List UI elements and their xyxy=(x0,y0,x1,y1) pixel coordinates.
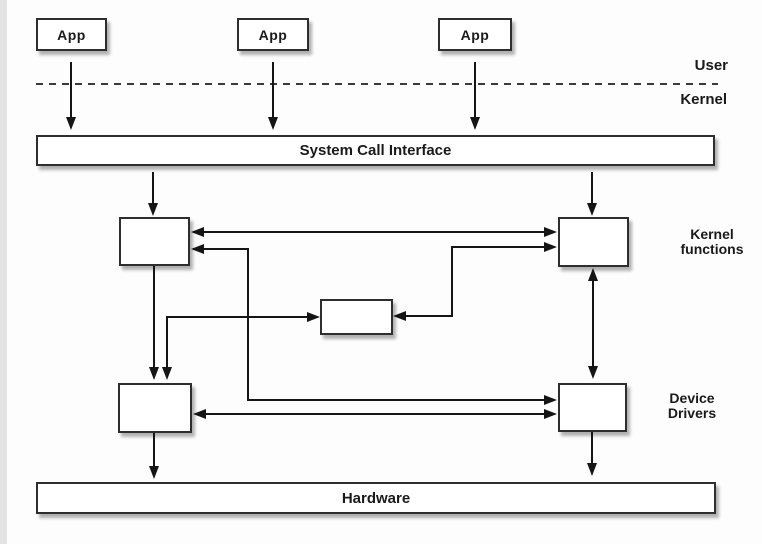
line-segment xyxy=(205,413,545,415)
left-edge-strip xyxy=(0,0,7,544)
kernel-function-box-left xyxy=(119,217,190,266)
arrowhead-down-icon xyxy=(149,367,159,380)
app-label-3: App xyxy=(460,26,490,43)
arrowhead-down-icon xyxy=(587,203,597,216)
line-segment xyxy=(153,266,155,369)
arrowhead-right-icon xyxy=(544,395,557,405)
line-segment xyxy=(202,248,249,250)
line-segment xyxy=(166,316,309,318)
arrowhead-up-icon xyxy=(588,268,598,281)
arrowhead-right-icon xyxy=(544,227,557,237)
kernel-functions-label-line2: functions xyxy=(680,241,744,257)
user-kernel-boundary-line xyxy=(36,83,718,85)
device-drivers-label-line1: Device xyxy=(669,390,715,406)
arrowhead-down-icon xyxy=(148,203,158,216)
device-driver-box-left xyxy=(118,383,192,433)
app-label-2: App xyxy=(258,26,288,43)
line-segment xyxy=(70,62,72,118)
hardware-label: Hardware xyxy=(341,489,411,507)
app-box-3: App xyxy=(438,18,512,51)
kernel-space-label: Kernel xyxy=(680,91,727,108)
line-segment xyxy=(166,316,168,369)
arrowhead-down-icon xyxy=(588,366,598,379)
app-box-1: App xyxy=(36,18,107,51)
line-segment xyxy=(153,433,155,467)
kernel-functions-label: Kernel functions xyxy=(657,227,762,257)
line-segment xyxy=(247,399,546,401)
arrowhead-down-icon xyxy=(268,117,278,130)
line-segment xyxy=(474,62,476,118)
line-segment xyxy=(592,280,594,367)
kernel-function-box-right xyxy=(558,217,629,267)
line-segment xyxy=(451,246,544,248)
arrowhead-down-icon xyxy=(149,466,159,479)
arrowhead-down-icon xyxy=(66,117,76,130)
system-call-interface-label: System Call Interface xyxy=(299,142,452,159)
line-segment xyxy=(272,62,274,118)
arrowhead-right-icon xyxy=(544,409,557,419)
app-label-1: App xyxy=(57,26,86,43)
line-segment xyxy=(152,172,154,205)
line-segment xyxy=(405,315,453,317)
arrowhead-down-icon xyxy=(587,463,597,476)
line-segment xyxy=(202,231,546,233)
arrowhead-left-icon xyxy=(191,227,204,237)
device-driver-box-right xyxy=(558,383,627,432)
hardware-bar: Hardware xyxy=(36,482,716,514)
arrowhead-down-icon xyxy=(162,367,172,380)
arrowhead-down-icon xyxy=(470,117,480,130)
device-drivers-label-line2: Drivers xyxy=(667,405,717,421)
arrowhead-right-icon xyxy=(307,312,320,322)
user-space-label: User xyxy=(694,57,728,74)
app-box-2: App xyxy=(237,18,309,51)
line-segment xyxy=(591,432,593,464)
arrowhead-left-icon xyxy=(191,244,204,254)
arrowhead-left-icon xyxy=(193,409,206,419)
kernel-functions-label-line1: Kernel xyxy=(690,226,734,242)
arrowhead-left-icon xyxy=(393,311,406,321)
middle-kernel-box xyxy=(320,299,393,335)
device-drivers-label: Device Drivers xyxy=(637,391,747,421)
line-segment xyxy=(247,248,249,401)
line-segment xyxy=(591,172,593,205)
arrowhead-right-icon xyxy=(544,242,557,252)
line-segment xyxy=(451,246,453,317)
system-call-interface-bar: System Call Interface xyxy=(36,135,715,166)
